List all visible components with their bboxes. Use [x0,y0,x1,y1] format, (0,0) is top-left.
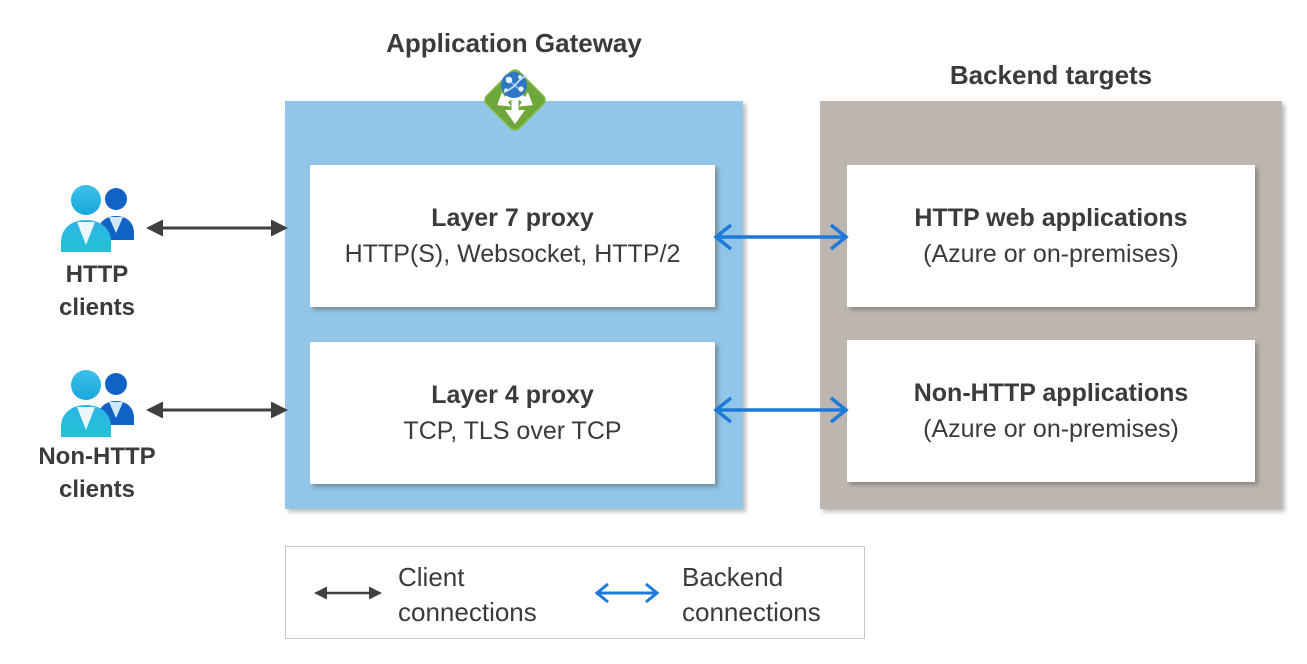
non-http-applications-box: Non-HTTP applications (Azure or on-premi… [847,340,1255,482]
application-gateway-icon [484,69,546,131]
backend-targets-title: Backend targets [949,60,1153,90]
backend-connection-arrow-http [713,223,849,251]
non-http-clients-icon [61,370,134,437]
http-clients-icon [61,185,134,252]
legend-client-arrow-icon [314,586,382,600]
layer7-proxy-title: Layer 7 proxy [431,204,594,232]
legend-client-connections-label: Client connections [398,562,537,627]
backend-connection-arrow-non-http [713,396,849,424]
http-web-applications-box: HTTP web applications (Azure or on-premi… [847,165,1255,307]
non-http-applications-subtitle: (Azure or on-premises) [923,415,1179,443]
non-http-clients-label: Non-HTTP clients [38,443,156,503]
client-connection-arrow-non-http [146,401,288,419]
layer4-proxy-title: Layer 4 proxy [431,381,594,409]
http-web-applications-title: HTTP web applications [914,204,1188,232]
layer7-proxy-box: Layer 7 proxy HTTP(S), Websocket, HTTP/2 [310,165,715,307]
layer7-proxy-subtitle: HTTP(S), Websocket, HTTP/2 [344,240,681,268]
non-http-applications-title: Non-HTTP applications [913,379,1189,407]
legend-backend-connections-label: Backend connections [682,562,821,627]
http-web-applications-subtitle: (Azure or on-premises) [923,240,1179,268]
layer4-proxy-subtitle: TCP, TLS over TCP [403,417,622,445]
backend-targets-container: HTTP web applications (Azure or on-premi… [820,101,1282,509]
application-gateway-title: Application Gateway [386,28,642,58]
legend-backend-arrow-icon [594,582,660,604]
http-clients-label: HTTP clients [58,261,136,321]
client-connection-arrow-http [146,219,288,237]
layer4-proxy-box: Layer 4 proxy TCP, TLS over TCP [310,342,715,484]
application-gateway-container: Layer 7 proxy HTTP(S), Websocket, HTTP/2… [285,101,743,509]
legend-box: Client connections Backend connections [285,546,865,639]
